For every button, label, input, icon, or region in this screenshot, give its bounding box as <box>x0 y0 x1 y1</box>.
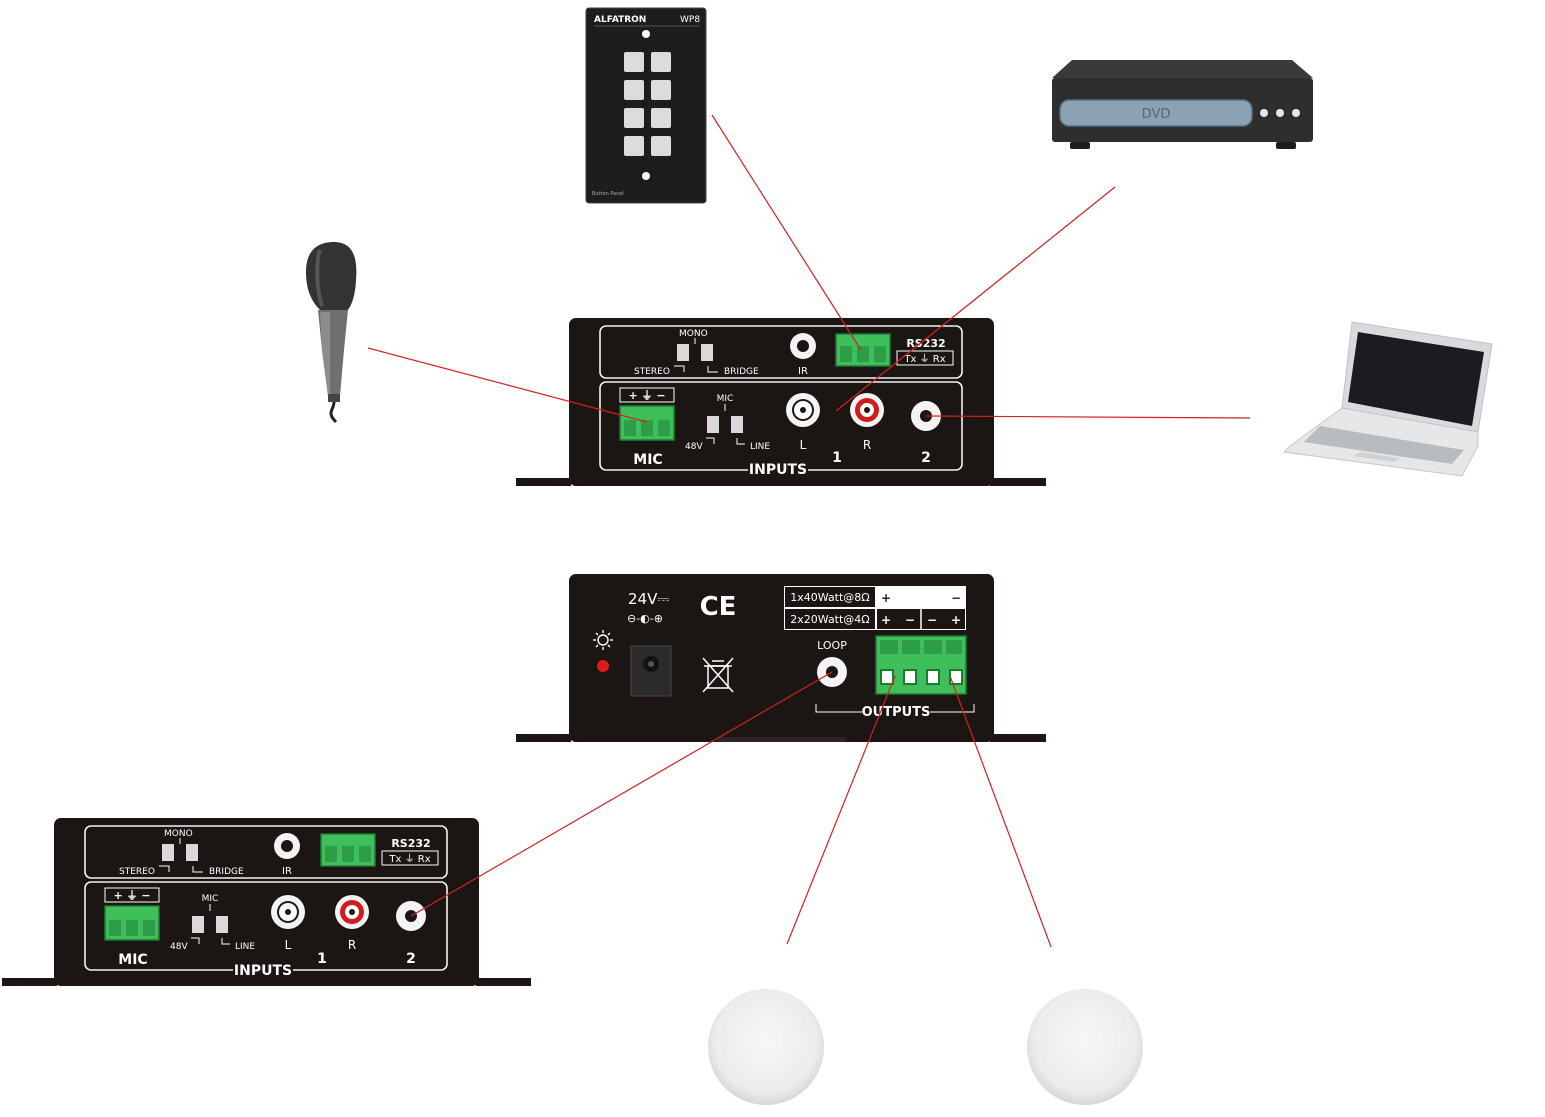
left-label-2: L <box>285 938 292 952</box>
48v-label: 48V <box>685 442 703 452</box>
panel-button[interactable] <box>651 136 671 156</box>
input-2-label: 2 <box>921 450 931 466</box>
out2-minus: − <box>927 613 937 627</box>
panel-button[interactable] <box>624 136 644 156</box>
panel-button[interactable] <box>624 52 644 72</box>
panel-button[interactable] <box>651 52 671 72</box>
dvd-display <box>1059 99 1253 127</box>
rs232-txrx: Tx ⏚ Rx <box>903 353 945 365</box>
power-polarity: ⊖-◐-⊕ <box>627 612 663 625</box>
mic-switch-label: MIC <box>717 394 734 404</box>
out1-minus: − <box>905 613 915 627</box>
power-led <box>597 660 609 672</box>
out1-plus: + <box>881 613 891 627</box>
panel-led-icon <box>642 30 650 38</box>
panel-button[interactable] <box>624 80 644 100</box>
laptop-icon <box>1282 321 1493 477</box>
cable-speaker-left <box>786 675 896 945</box>
rs232-txrx-2: Tx ⏚ Rx <box>388 853 430 865</box>
mic-terminal-signs: + ⏚ − <box>628 389 665 402</box>
button-panel-brand: ALFATRON <box>594 15 646 25</box>
bridge-plus: + <box>881 591 891 605</box>
mic-label: MIC <box>633 452 662 468</box>
panel-buttons <box>624 52 671 156</box>
rs232-label-2: RS232 <box>391 837 430 850</box>
cable-dvd-rca <box>835 186 1116 412</box>
rating-stereo: 2x20Watt@4Ω <box>790 613 869 626</box>
bridge-label-2: BRIDGE <box>209 867 244 877</box>
amplifier-front-panel-2: MONO STEREO BRIDGE IR RS232 Tx ⏚ Rx + ⏚ … <box>2 818 531 986</box>
dvd-button[interactable] <box>1276 109 1284 117</box>
cable-mic <box>367 347 648 423</box>
rating-mono: 1x40Watt@8Ω <box>790 591 869 604</box>
mic-label-2: MIC <box>118 952 147 968</box>
ir-label: IR <box>798 366 808 377</box>
power-rating: 24V⎓ <box>628 590 669 608</box>
ir-label-2: IR <box>282 866 292 877</box>
bridge-minus: − <box>951 591 961 605</box>
right-label-2: R <box>348 938 356 952</box>
mono-label: MONO <box>679 329 708 339</box>
loop-label: LOOP <box>817 639 847 652</box>
cable-laptop <box>925 415 1251 419</box>
right-label: R <box>863 438 871 452</box>
panel-button[interactable] <box>651 108 671 128</box>
panel-button[interactable] <box>651 80 671 100</box>
inputs-label: INPUTS <box>749 462 807 478</box>
input-1-label-2: 1 <box>317 951 327 967</box>
stereo-label: STEREO <box>634 367 670 377</box>
weee-bin-icon <box>702 657 734 693</box>
mic-terminal-signs-2: + ⏚ − <box>113 889 150 902</box>
bridge-label: BRIDGE <box>724 367 759 377</box>
line-label-2: LINE <box>235 942 255 952</box>
cable-speaker-right <box>949 675 1052 948</box>
left-label: L <box>800 438 807 452</box>
dvd-button[interactable] <box>1292 109 1300 117</box>
dvd-display-text: DVD <box>1142 107 1171 122</box>
button-panel-label: Button Panel <box>592 191 624 197</box>
amplifier-rear-panel: 24V⎓ ⊖-◐-⊕ CE 1x40Watt@8Ω 2x20Watt@4Ω + … <box>516 574 1046 742</box>
out2-plus: + <box>951 613 961 627</box>
ce-mark: CE <box>700 592 737 622</box>
mic-switch-label-2: MIC <box>202 894 219 904</box>
48v-label-2: 48V <box>170 942 188 952</box>
input-1-label: 1 <box>832 450 842 466</box>
cables <box>367 114 1251 948</box>
input-2-label-2: 2 <box>406 951 416 967</box>
outputs-label: OUTPUTS <box>862 705 931 720</box>
amplifier-front-panel: MONO STEREO BRIDGE IR RS232 Tx ⏚ Rx + ⏚ … <box>516 318 1046 486</box>
ceiling-speaker-right-icon <box>1027 989 1143 1105</box>
line-label: LINE <box>750 442 770 452</box>
sun-icon <box>593 630 613 650</box>
button-panel-model: WP8 <box>680 15 700 25</box>
cable-loop <box>410 671 833 917</box>
button-panel: ALFATRON WP8 Button Panel <box>585 7 707 204</box>
panel-button[interactable] <box>624 108 644 128</box>
ceiling-speaker-left-icon <box>708 989 824 1105</box>
stereo-label-2: STEREO <box>119 867 155 877</box>
dvd-button[interactable] <box>1260 109 1268 117</box>
cable-panel-rs232 <box>711 114 862 351</box>
microphone-icon <box>306 242 357 424</box>
dvd-player: DVD <box>1052 60 1313 149</box>
inputs-label-2: INPUTS <box>234 963 292 979</box>
panel-screw-icon <box>642 172 650 180</box>
mono-label-2: MONO <box>164 829 193 839</box>
